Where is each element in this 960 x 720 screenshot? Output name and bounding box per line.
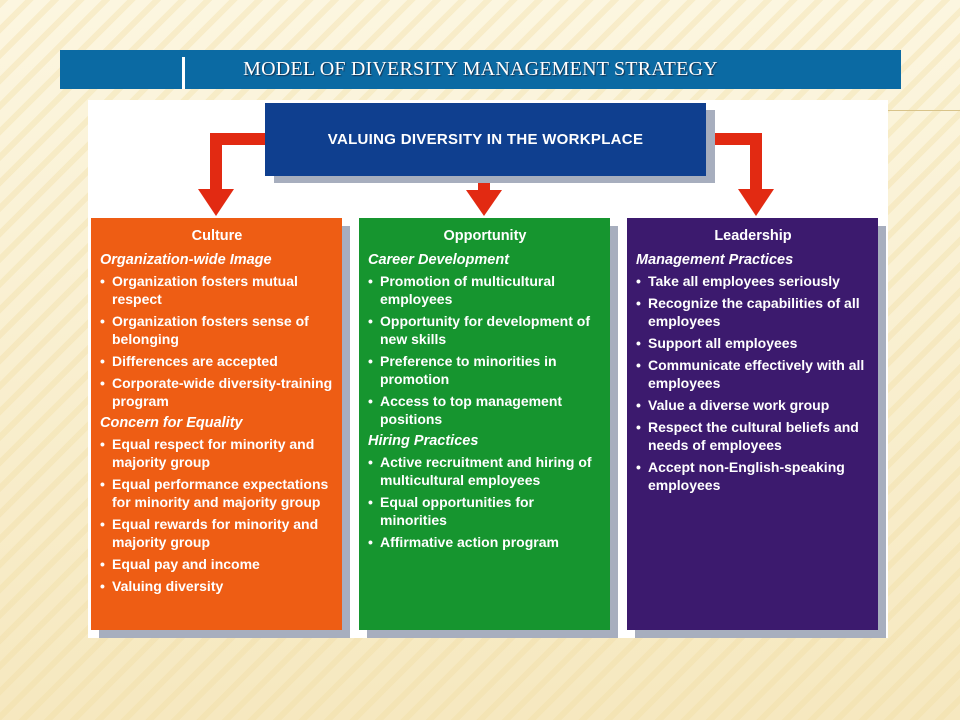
right-arrow-vertical <box>750 133 762 191</box>
culture-section-title: Concern for Equality <box>100 415 243 431</box>
top-box: VALUING DIVERSITY IN THE WORKPLACE <box>265 103 706 176</box>
list-item: Promotion of multicultural employees <box>368 272 602 308</box>
slide-title: MODEL OF DIVERSITY MANAGEMENT STRATEGY <box>243 58 718 80</box>
list-item: Differences are accepted <box>100 352 334 370</box>
list-item: Support all employees <box>636 334 870 352</box>
opportunity-list: Active recruitment and hiring of multicu… <box>368 453 602 551</box>
list-item: Respect the cultural beliefs and needs o… <box>636 418 870 454</box>
culture-heading: Culture <box>191 228 243 244</box>
leadership-column: Leadership Management Practices Take all… <box>627 218 878 630</box>
left-arrowhead <box>198 189 234 216</box>
leadership-list: Take all employees seriously Recognize t… <box>636 272 870 494</box>
culture-list: Organization fosters mutual respect Orga… <box>100 272 334 410</box>
leadership-heading: Leadership <box>714 228 792 244</box>
center-arrowhead <box>466 190 502 216</box>
right-arrow-horizontal <box>706 133 762 145</box>
culture-column: Culture Organization-wide Image Organiza… <box>91 218 342 630</box>
list-item: Equal rewards for minority and majority … <box>100 515 334 551</box>
list-item: Valuing diversity <box>100 577 334 595</box>
title-separator <box>182 57 185 89</box>
decorative-line <box>888 110 960 111</box>
list-item: Active recruitment and hiring of multicu… <box>368 453 602 489</box>
list-item: Take all employees seriously <box>636 272 870 290</box>
top-box-label: VALUING DIVERSITY IN THE WORKPLACE <box>327 131 644 148</box>
list-item: Organization fosters sense of belonging <box>100 312 334 348</box>
opportunity-list: Promotion of multicultural employees Opp… <box>368 272 602 428</box>
opportunity-heading: Opportunity <box>443 228 527 244</box>
list-item: Accept non-English-speaking employees <box>636 458 870 494</box>
opportunity-section-title: Career Development <box>368 252 510 268</box>
list-item: Equal pay and income <box>100 555 334 573</box>
list-item: Communicate effectively with all employe… <box>636 356 870 392</box>
list-item: Value a diverse work group <box>636 396 870 414</box>
list-item: Recognize the capabilities of all employ… <box>636 294 870 330</box>
leadership-section-title: Management Practices <box>636 252 794 268</box>
list-item: Equal opportunities for minorities <box>368 493 602 529</box>
opportunity-section-title: Hiring Practices <box>368 433 479 449</box>
left-arrow-horizontal <box>210 133 266 145</box>
list-item: Corporate-wide diversity-training progra… <box>100 374 334 410</box>
list-item: Access to top management positions <box>368 392 602 428</box>
left-arrow-vertical <box>210 133 222 191</box>
list-item: Preference to minorities in promotion <box>368 352 602 388</box>
culture-section-title: Organization-wide Image <box>100 252 272 268</box>
list-item: Equal performance expectations for minor… <box>100 475 334 511</box>
list-item: Equal respect for minority and majority … <box>100 435 334 471</box>
list-item: Organization fosters mutual respect <box>100 272 334 308</box>
list-item: Opportunity for development of new skill… <box>368 312 602 348</box>
title-bar: MODEL OF DIVERSITY MANAGEMENT STRATEGY <box>60 50 901 89</box>
right-arrowhead <box>738 189 774 216</box>
opportunity-column: Opportunity Career Development Promotion… <box>359 218 610 630</box>
culture-list: Equal respect for minority and majority … <box>100 435 334 595</box>
list-item: Affirmative action program <box>368 533 602 551</box>
